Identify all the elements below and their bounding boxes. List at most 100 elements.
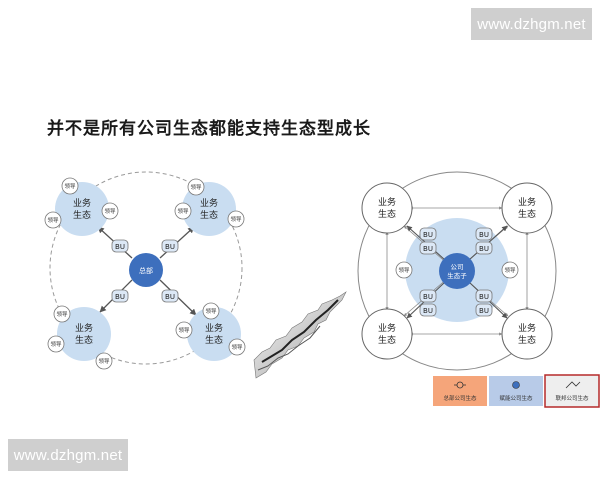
right-bu-3-label: BU [423,245,433,253]
left-sat-11-label: 领导 [231,343,243,351]
right-bu-5 [419,289,437,303]
legend-2-icon [512,381,520,389]
right-bu-6-label: BU [479,293,489,301]
left-bu-bl-label: BU [115,293,125,301]
right-sat-left-label: 领导 [398,266,410,274]
left-sat-4-label: 领导 [190,183,202,191]
left-sat-12-label: 领导 [205,307,217,315]
left-node-tr-label2: 生态 [200,209,218,221]
right-node-tl-label1: 业务 [378,196,396,208]
right-outer-ring [357,171,557,371]
right-sat-left [395,261,413,279]
legend-3-icon [565,381,581,389]
legend-3-label: 联邦公司生态 [555,394,589,402]
left-node-tr: 业务 生态 [182,182,236,236]
page-title: 并不是所有公司生态都能支持生态型成长 [47,119,371,139]
right-sat-right-label: 领导 [504,266,516,274]
right-bu-2-label: BU [479,231,489,239]
right-node-tr-label1: 业务 [518,196,536,208]
right-bu-4 [475,241,493,255]
left-center-node [129,253,163,287]
left-sat-10-label: 领导 [178,326,190,334]
left-sat-10 [175,321,193,339]
left-sat-4 [187,178,205,196]
left-sat-2-label: 领导 [47,216,59,224]
left-center-label: 总部 [139,266,153,275]
left-node-br-label2: 生态 [205,334,223,346]
right-sat-right [501,261,519,279]
crack-illustration [253,291,347,379]
right-center-node [439,253,475,289]
left-sat-8-label: 领导 [50,340,62,348]
watermark-bottom: www.dzhgm.net [8,439,128,471]
left-node-tl-label1: 业务 [73,197,91,209]
left-sat-11 [228,338,246,356]
legend-1-icon [454,381,466,389]
right-node-br [501,308,553,360]
left-node-tl: 业务 生态 [55,182,109,236]
right-node-br-label2: 生态 [518,334,536,346]
right-bu-1 [419,227,437,241]
legend-box-1 [433,376,487,406]
left-sat-9 [95,352,113,370]
right-node-tr [501,182,553,234]
left-node-br-label1: 业务 [205,322,223,334]
right-bu-4-label: BU [479,245,489,253]
legend-2-label: 赋能公司生态 [499,394,533,402]
left-sat-6-label: 领导 [230,215,242,223]
left-sat-3-label: 领导 [104,207,116,215]
right-node-bl-label1: 业务 [378,322,396,334]
left-bu-bl [111,289,129,303]
left-sat-7 [53,305,71,323]
legend-1-label: 总部公司生态 [443,394,477,402]
right-center-label2: 生态子 [447,271,467,280]
left-dashed-boundary [49,171,243,365]
watermark-top: www.dzhgm.net [471,8,592,40]
legend-box-2 [489,376,543,406]
left-bu-tr-label: BU [165,243,175,251]
left-node-tl-label2: 生态 [73,209,91,221]
left-bu-br-label: BU [165,293,175,301]
right-center-label1: 公司 [451,263,464,271]
left-sat-6 [227,210,245,228]
left-sat-12 [202,302,220,320]
left-bu-br [161,289,179,303]
right-node-bl-label2: 生态 [378,334,396,346]
right-bu-6 [475,289,493,303]
left-node-bl-label2: 生态 [75,334,93,346]
right-diagram: 业务 生态 业务 生态 业务 生态 业务 生态 领导 领导 [357,171,557,371]
legend-box-3 [544,374,600,408]
left-bu-tl-label: BU [115,243,125,251]
right-bu-8 [475,303,493,317]
left-bu-tr [161,239,179,253]
right-node-bl [361,308,413,360]
left-node-br: 业务 生态 [187,307,241,361]
left-sat-1 [61,177,79,195]
right-node-tl-label2: 生态 [378,208,396,220]
left-sat-8 [47,335,65,353]
right-bu-3 [419,241,437,255]
left-sat-5 [174,202,192,220]
right-bu-7 [419,303,437,317]
right-node-tl [361,182,413,234]
left-node-bl: 业务 生态 [57,307,111,361]
legend: 总部公司生态 赋能公司生态 联邦公司生态 [433,374,600,408]
left-sat-3 [101,202,119,220]
right-bu-7-label: BU [423,307,433,315]
right-bu-2 [475,227,493,241]
right-bu-1-label: BU [423,231,433,239]
left-sat-7-label: 领导 [56,310,68,318]
left-sat-1-label: 领导 [64,182,76,190]
left-node-bl-label1: 业务 [75,322,93,334]
right-bu-5-label: BU [423,293,433,301]
left-sat-5-label: 领导 [177,207,189,215]
left-diagram: 业务 生态 业务 生态 业务 生态 业务 生态 [44,171,246,370]
left-bu-tl [111,239,129,253]
left-node-tr-label1: 业务 [200,197,218,209]
right-node-br-label1: 业务 [518,322,536,334]
left-sat-9-label: 领导 [98,357,110,365]
left-sat-2 [44,211,62,229]
right-bu-8-label: BU [479,307,489,315]
right-node-tr-label2: 生态 [518,208,536,220]
